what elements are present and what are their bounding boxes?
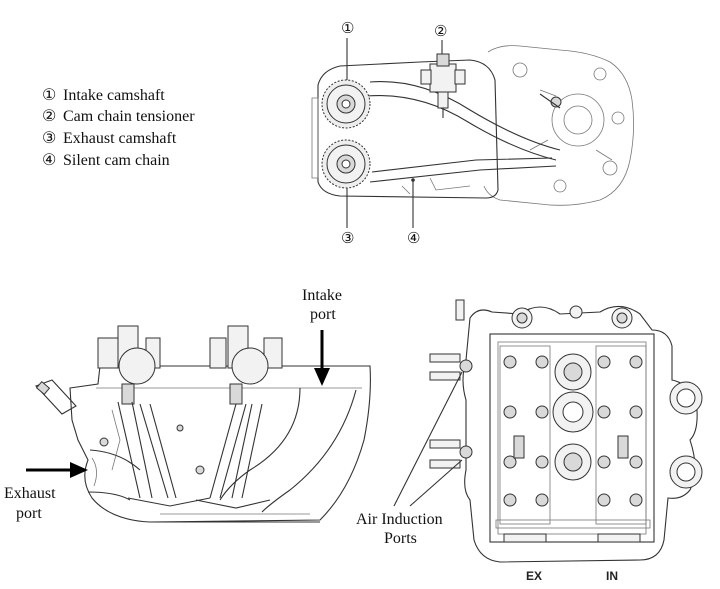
intake-port-label-line2: port <box>310 306 336 323</box>
engine-case-outline <box>483 45 634 206</box>
in-label: IN <box>606 569 618 583</box>
valve-train-right <box>195 325 283 509</box>
air-induction-port-studs <box>429 299 473 469</box>
callout-4: ④ <box>407 231 420 247</box>
air-induction-leader-lower <box>409 459 463 507</box>
head-body-outline <box>69 365 371 523</box>
legend-label-intake-camshaft: Intake camshaft <box>63 87 165 104</box>
intake-port-arrow <box>314 330 330 386</box>
head-top-view <box>429 299 703 563</box>
callout-1: ① <box>341 21 354 37</box>
valve-train-left <box>97 325 211 507</box>
cam-chain-tensioner <box>420 53 466 118</box>
legend-label-cam-chain-tensioner: Cam chain tensioner <box>63 108 195 125</box>
legend-marker-2: ② <box>42 108 56 125</box>
exhaust-port-label-line2: port <box>16 505 42 522</box>
air-induction-leader-upper <box>393 371 463 507</box>
intake-camshaft-sprocket <box>321 79 371 129</box>
legend-label-silent-cam-chain: Silent cam chain <box>63 152 170 169</box>
valve-cover-rail <box>489 333 655 543</box>
exhaust-camshaft-sprocket <box>321 139 371 189</box>
exhaust-port-arrow <box>26 462 88 478</box>
air-induction-label-line2: Ports <box>384 530 417 547</box>
legend-marker-4: ④ <box>42 152 56 169</box>
ex-label: EX <box>526 569 542 583</box>
legend: ① Intake camshaft ② Cam chain tensioner … <box>42 87 195 169</box>
exhaust-port-passage <box>87 449 141 501</box>
cam-housing <box>317 59 499 199</box>
callout-3: ③ <box>341 231 354 247</box>
intake-port-passage <box>219 387 301 501</box>
air-induction-label-line1: Air Induction <box>356 511 443 528</box>
legend-marker-3: ③ <box>42 130 56 147</box>
cam-drive-drawing: ① ② ③ ④ <box>311 21 634 247</box>
intake-port-label-line1: Intake <box>302 287 342 304</box>
exhaust-port-label-line1: Exhaust <box>4 485 56 502</box>
head-bolts <box>503 355 643 507</box>
callout-2: ② <box>434 24 447 40</box>
head-cross-section <box>35 325 371 523</box>
legend-label-exhaust-camshaft: Exhaust camshaft <box>63 130 177 147</box>
upper-chain-guide <box>369 81 561 151</box>
legend-marker-1: ① <box>42 87 56 104</box>
